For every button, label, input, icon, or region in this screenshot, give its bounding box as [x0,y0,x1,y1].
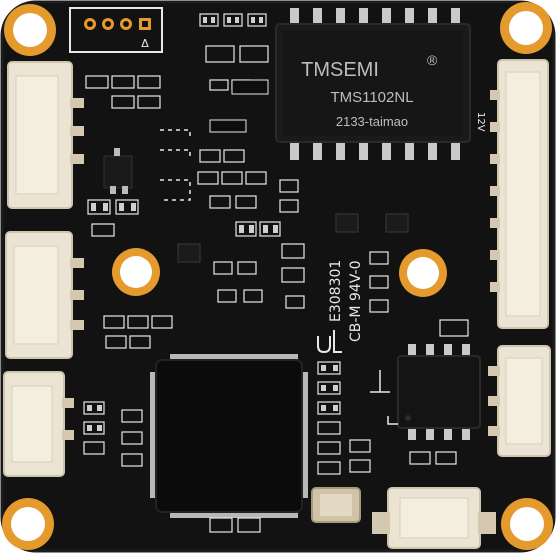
main-soc-chip [150,354,308,518]
mounting-hole-top-right [500,2,552,54]
mounting-hole-center-left [112,248,160,296]
cert-rating: CB-M 94V-0 [348,261,364,343]
black-capacitors [209,79,269,133]
flash-chip [397,344,481,440]
ul-certification-mark [317,330,342,354]
mounting-hole-top-left [4,4,56,56]
pin-header-pads [84,18,151,30]
transformer-part-number: TMS1102NL [330,89,413,106]
transformer-date-code: 2133-taimao [336,114,408,129]
mounting-hole-center-right [399,249,447,297]
smd-component-field [83,13,469,533]
registered-mark: ® [427,52,438,68]
unpopulated-footprint-outline [160,129,191,201]
transformer-brand: TMSEMI [301,59,379,81]
pin-one-marker: Δ [141,37,149,50]
crystal-oscillator [311,487,361,523]
cert-code: E308301 [328,260,344,322]
right-power-connector [490,59,549,329]
mounting-hole-bottom-right [501,498,553,550]
right-connector-lower [488,345,551,457]
smd-pads [87,17,338,431]
ethernet-transformer: TMSEMI ® TMS1102NL 2133-taimao [275,8,471,160]
small-transistors [177,213,409,263]
pin-header-outline [69,7,163,53]
polarity-markers [370,370,398,425]
left-transistor [103,148,133,194]
voltage-label: 12V [475,112,486,132]
left-connector-middle [5,231,84,359]
bottom-connector [372,487,496,549]
left-connector-bottom [3,371,74,477]
mounting-hole-bottom-left [2,498,54,550]
left-connector-top [7,61,84,209]
